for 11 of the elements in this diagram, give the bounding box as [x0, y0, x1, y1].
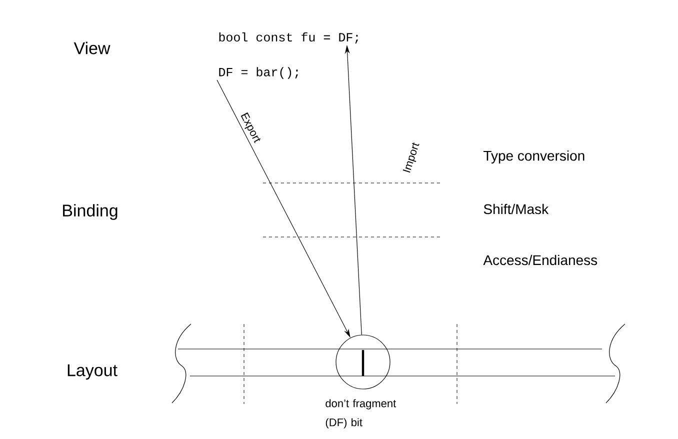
layer-label: Layout	[68, 364, 118, 380]
code-text: bool const fu = DF;	[219, 32, 358, 44]
step-label: Type conversion	[484, 150, 584, 164]
edge-label: Import	[402, 142, 420, 173]
step-label: Access/Endianess	[483, 254, 598, 266]
code-text: DF = bar();	[219, 67, 298, 79]
caption-text: don’t fragment (DF) bit	[326, 399, 396, 428]
layer-label: Binding	[63, 204, 118, 220]
step-label: Shift/Mask	[484, 204, 549, 214]
bit-circle	[336, 334, 390, 390]
layer-label: View	[74, 42, 110, 54]
